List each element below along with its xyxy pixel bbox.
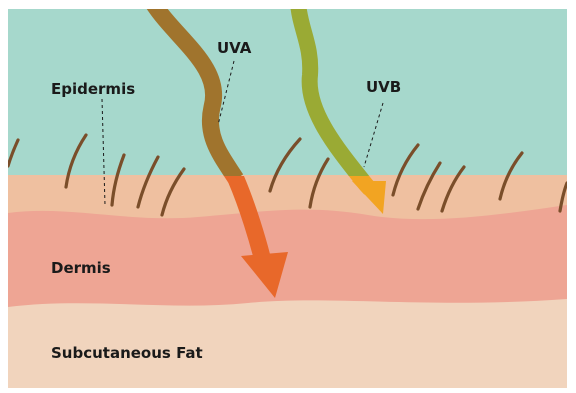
epidermis-label: Epidermis	[51, 82, 135, 97]
dermis-label: Dermis	[51, 261, 111, 276]
uvb-label: UVB	[366, 80, 401, 95]
skin-cross-section	[8, 9, 567, 388]
uva-label: UVA	[217, 41, 251, 56]
skin-diagram: Epidermis UVA UVB Dermis Subcutaneous Fa…	[8, 9, 567, 388]
subcutaneous-fat-label: Subcutaneous Fat	[51, 346, 203, 361]
